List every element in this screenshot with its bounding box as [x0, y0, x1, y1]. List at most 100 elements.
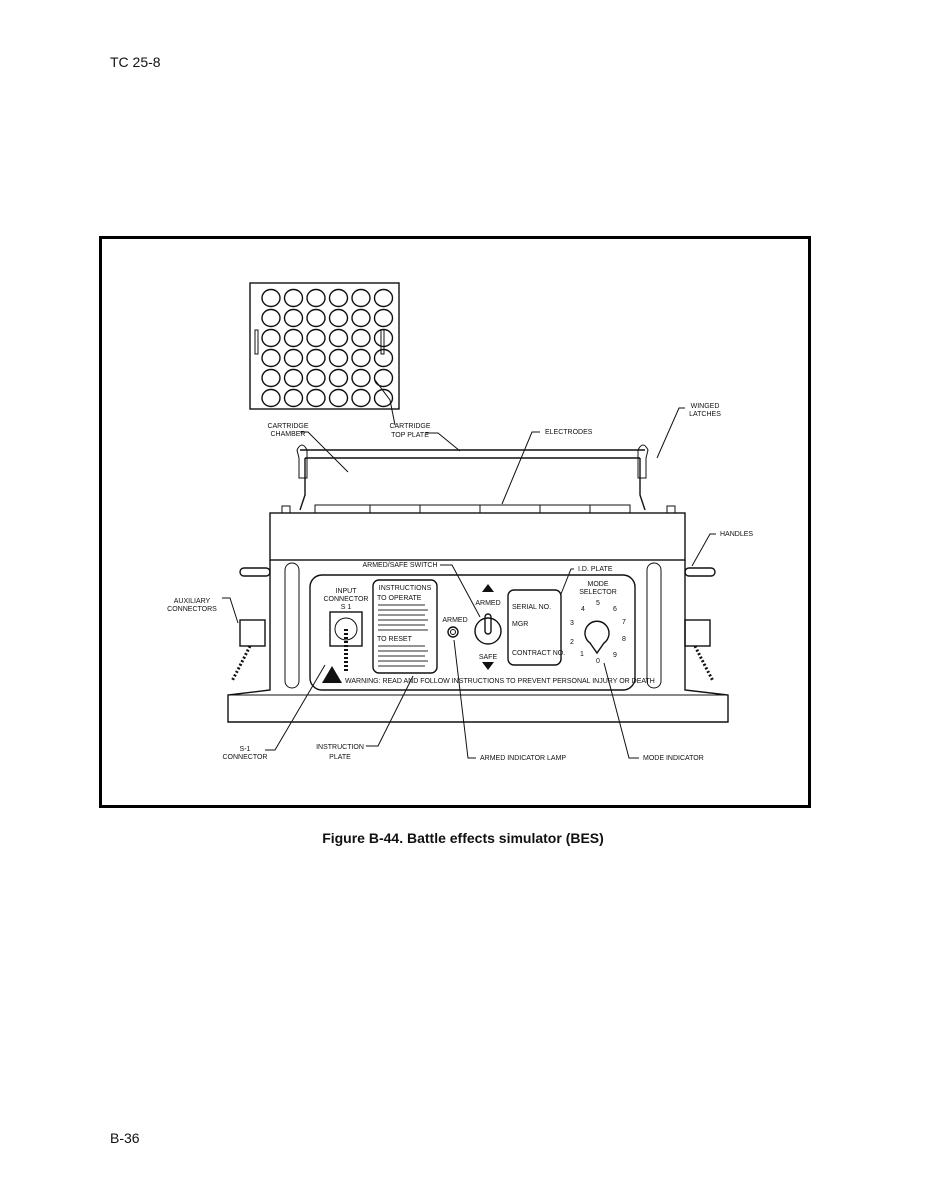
armed-safe-switch — [474, 617, 502, 645]
aux-connector-right — [684, 619, 711, 647]
cartridge-slot — [351, 308, 371, 328]
cartridge-slot — [306, 348, 326, 368]
cartridge-slot — [328, 368, 349, 388]
label-mode-indicator: MODE INDICATOR — [643, 755, 704, 762]
svg-text:8: 8 — [622, 636, 626, 643]
warning-text: WARNING: READ AND FOLLOW INSTRUCTIONS TO… — [345, 678, 655, 685]
cartridge-slot — [373, 288, 394, 308]
label-auxiliary-connectors: AUXILIARY — [174, 598, 211, 605]
label-electrodes: ELECTRODES — [545, 429, 593, 436]
cartridge-slot — [261, 368, 281, 388]
input-connector-label: CONNECTOR — [324, 596, 369, 603]
cartridge-slot — [261, 288, 281, 308]
id-plate — [507, 589, 562, 666]
cartridge-top-plate-drawing — [249, 282, 400, 410]
switch-safe-label: SAFE — [479, 654, 498, 661]
handle-left — [239, 567, 271, 577]
instructions-title: INSTRUCTIONS — [379, 585, 432, 592]
cartridge-slot — [328, 288, 349, 308]
cartridge-slot — [351, 348, 371, 368]
label-winged-latches: WINGED — [691, 403, 720, 410]
document-header: TC 25-8 — [110, 54, 161, 70]
svg-text:3: 3 — [570, 620, 574, 627]
to-reset-heading: TO RESET — [377, 636, 413, 643]
cartridge-slot — [306, 368, 326, 388]
cartridge-slot — [328, 308, 349, 328]
mode-selector-knob — [584, 620, 610, 655]
cartridge-slot — [283, 328, 304, 348]
label-cartridge-chamber: CHAMBER — [270, 431, 305, 438]
armed-label: ARMED — [442, 617, 467, 624]
cartridge-slot — [283, 368, 304, 388]
id-field: CONTRACT NO. — [512, 650, 565, 657]
input-connector-label: S 1 — [341, 604, 352, 611]
label-s1-connector: CONNECTOR — [223, 754, 268, 761]
cartridge-slot — [261, 308, 281, 328]
switch-armed-label: ARMED — [475, 600, 500, 607]
cartridge-slot — [373, 308, 394, 328]
mode-selector-label: MODE — [588, 581, 609, 588]
cartridge-slot — [261, 348, 281, 368]
label-cartridge-chamber: CARTRIDGE — [267, 423, 308, 430]
cartridge-chamber-drawing — [281, 444, 676, 514]
cartridge-slot — [351, 328, 371, 348]
cartridge-slot — [351, 368, 371, 388]
label-instruction-plate: PLATE — [329, 754, 351, 761]
cartridge-slot — [283, 348, 304, 368]
id-field: SERIAL NO. — [512, 604, 551, 611]
base-body-drawing — [227, 512, 729, 723]
cartridge-slot — [261, 328, 281, 348]
cartridge-slot — [373, 388, 394, 408]
label-armed-safe-switch: ARMED/SAFE SWITCH — [362, 562, 437, 569]
label-cartridge-top-plate: CARTRIDGE — [389, 423, 430, 430]
svg-text:2: 2 — [570, 639, 574, 646]
cartridge-slot — [351, 388, 371, 408]
cartridge-slot — [283, 288, 304, 308]
cartridge-slot — [261, 388, 281, 408]
mode-numbers: 1 2 3 4 5 6 7 8 9 0 — [570, 600, 626, 665]
aux-connector-left — [239, 619, 266, 647]
label-cartridge-top-plate: TOP PLATE — [391, 432, 429, 439]
warning-icon — [322, 666, 342, 683]
cartridge-slot — [351, 288, 371, 308]
svg-text:5: 5 — [596, 600, 600, 607]
cartridge-slot — [283, 388, 304, 408]
svg-text:7: 7 — [622, 619, 626, 626]
label-armed-indicator-lamp: ARMED INDICATOR LAMP — [480, 755, 566, 762]
input-connector-label: INPUT — [336, 588, 358, 595]
figure-frame — [99, 236, 811, 808]
mode-selector-label: SELECTOR — [579, 589, 617, 596]
control-panel: INPUT CONNECTOR S 1 INSTRUCTIONS TO OPER… — [309, 574, 655, 691]
cartridge-slot — [283, 308, 304, 328]
svg-text:4: 4 — [581, 606, 585, 613]
cartridge-slot — [373, 348, 394, 368]
armed-indicator-lamp — [447, 626, 459, 638]
figure-caption: Figure B-44. Battle effects simulator (B… — [322, 830, 604, 846]
svg-text:1: 1 — [580, 651, 584, 658]
cartridge-slot — [306, 388, 326, 408]
cartridge-slot — [306, 308, 326, 328]
cartridge-slot — [373, 328, 394, 348]
cartridge-slot — [306, 288, 326, 308]
instruction-plate — [372, 579, 438, 674]
label-s1-connector: S-1 — [240, 746, 251, 753]
callouts: CARTRIDGE CHAMBER CARTRIDGE TOP PLATE EL… — [167, 379, 753, 762]
label-id-plate: I.D. PLATE — [578, 566, 613, 573]
cartridge-slot — [328, 328, 349, 348]
id-field: MGR — [512, 621, 528, 628]
to-operate-heading: TO OPERATE — [377, 595, 422, 602]
cartridge-slot — [306, 328, 326, 348]
label-instruction-plate: INSTRUCTION — [316, 744, 364, 751]
cartridge-slot — [328, 348, 349, 368]
label-auxiliary-connectors: CONNECTORS — [167, 606, 217, 613]
label-handles: HANDLES — [720, 531, 753, 538]
svg-text:9: 9 — [613, 652, 617, 659]
page-number: B-36 — [110, 1130, 140, 1146]
handle-right — [684, 567, 716, 577]
cartridge-slot — [328, 388, 349, 408]
svg-text:6: 6 — [613, 606, 617, 613]
label-winged-latches: LATCHES — [689, 411, 721, 418]
cartridge-slot — [373, 368, 394, 388]
